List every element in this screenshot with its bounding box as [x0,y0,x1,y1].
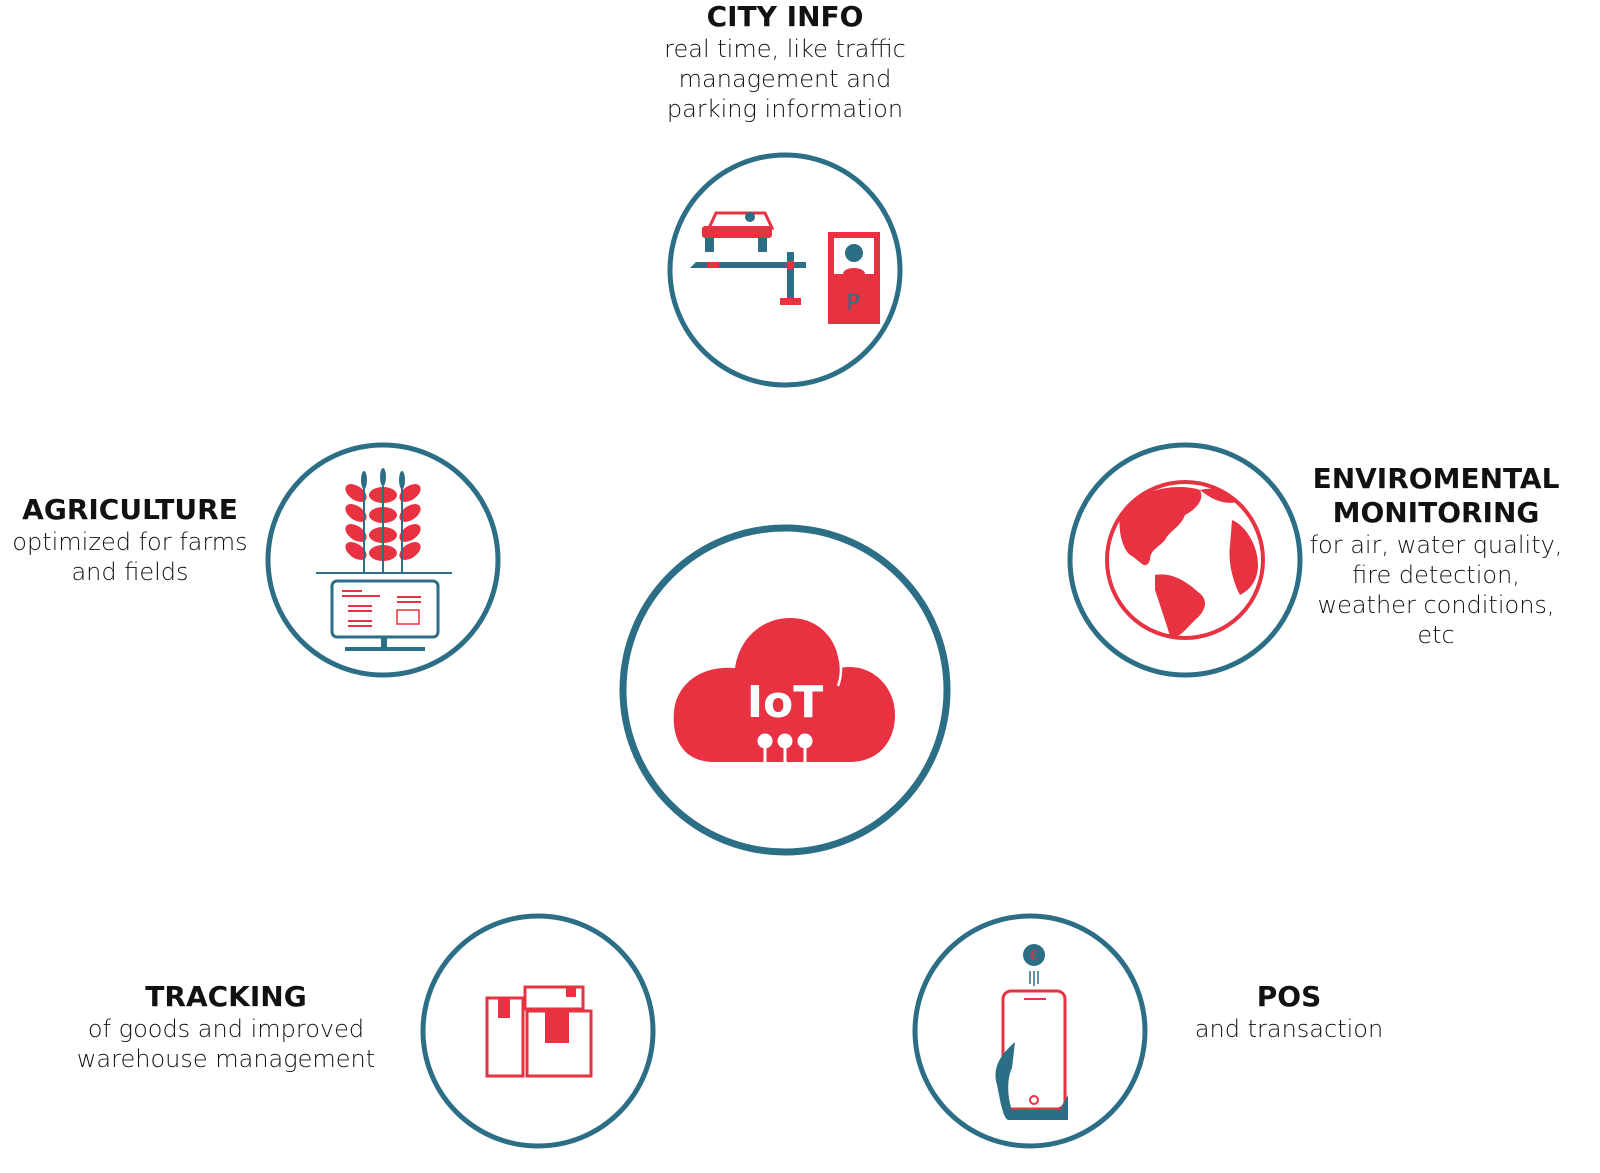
agriculture-line: optimized for farms [12,528,248,556]
parking-sign: P [846,291,859,316]
tracking-line: warehouse management [76,1045,376,1073]
city-info-line: management and [678,65,892,93]
pos-title: POS [1256,980,1322,1013]
agriculture-label: AGRICULTURE optimized for farms and fiel… [0,493,260,587]
environmental-label: ENVIROMENTAL MONITORING for air, water q… [1306,462,1566,650]
pos-line: and transaction [1194,1015,1384,1043]
tracking-label: TRACKING of goods and improved warehouse… [46,980,406,1074]
iot-label: IoT [747,677,824,728]
environmental-title: ENVIROMENTAL [1312,462,1560,495]
city-circle [667,152,903,388]
agriculture-circle [265,442,501,678]
crop-monitor-icon [316,468,452,651]
pos-circle [912,913,1148,1149]
tracking-line: of goods and improved [87,1015,365,1043]
environmental-line: weather conditions, [1317,591,1555,619]
environmental-line: etc [1417,621,1455,649]
agriculture-line: and fields [71,558,189,586]
tracking-title: TRACKING [145,980,307,1013]
city-info-label: CITY INFO real time, like traffic manage… [585,0,985,124]
iot-cloud-icon: IoT [673,618,895,764]
car-parking-barrier-icon: P [690,211,880,324]
euro-coin: € [1030,949,1038,964]
environmental-title: MONITORING [1332,496,1540,529]
city-info-line: parking information [666,95,904,123]
globe-icon [1105,480,1265,640]
city-info-line: real time, like traffic [664,35,906,63]
pos-label: POS and transaction [1159,980,1419,1044]
environmental-circle [1067,442,1303,678]
environmental-line: fire detection, [1352,561,1520,589]
center-circle [619,524,951,856]
phone-payment-icon: € [995,944,1068,1120]
boxes-icon [485,985,593,1078]
agriculture-title: AGRICULTURE [22,493,238,526]
tracking-circle [420,913,656,1149]
environmental-line: for air, water quality, [1309,531,1563,559]
city-info-title: CITY INFO [706,0,864,33]
